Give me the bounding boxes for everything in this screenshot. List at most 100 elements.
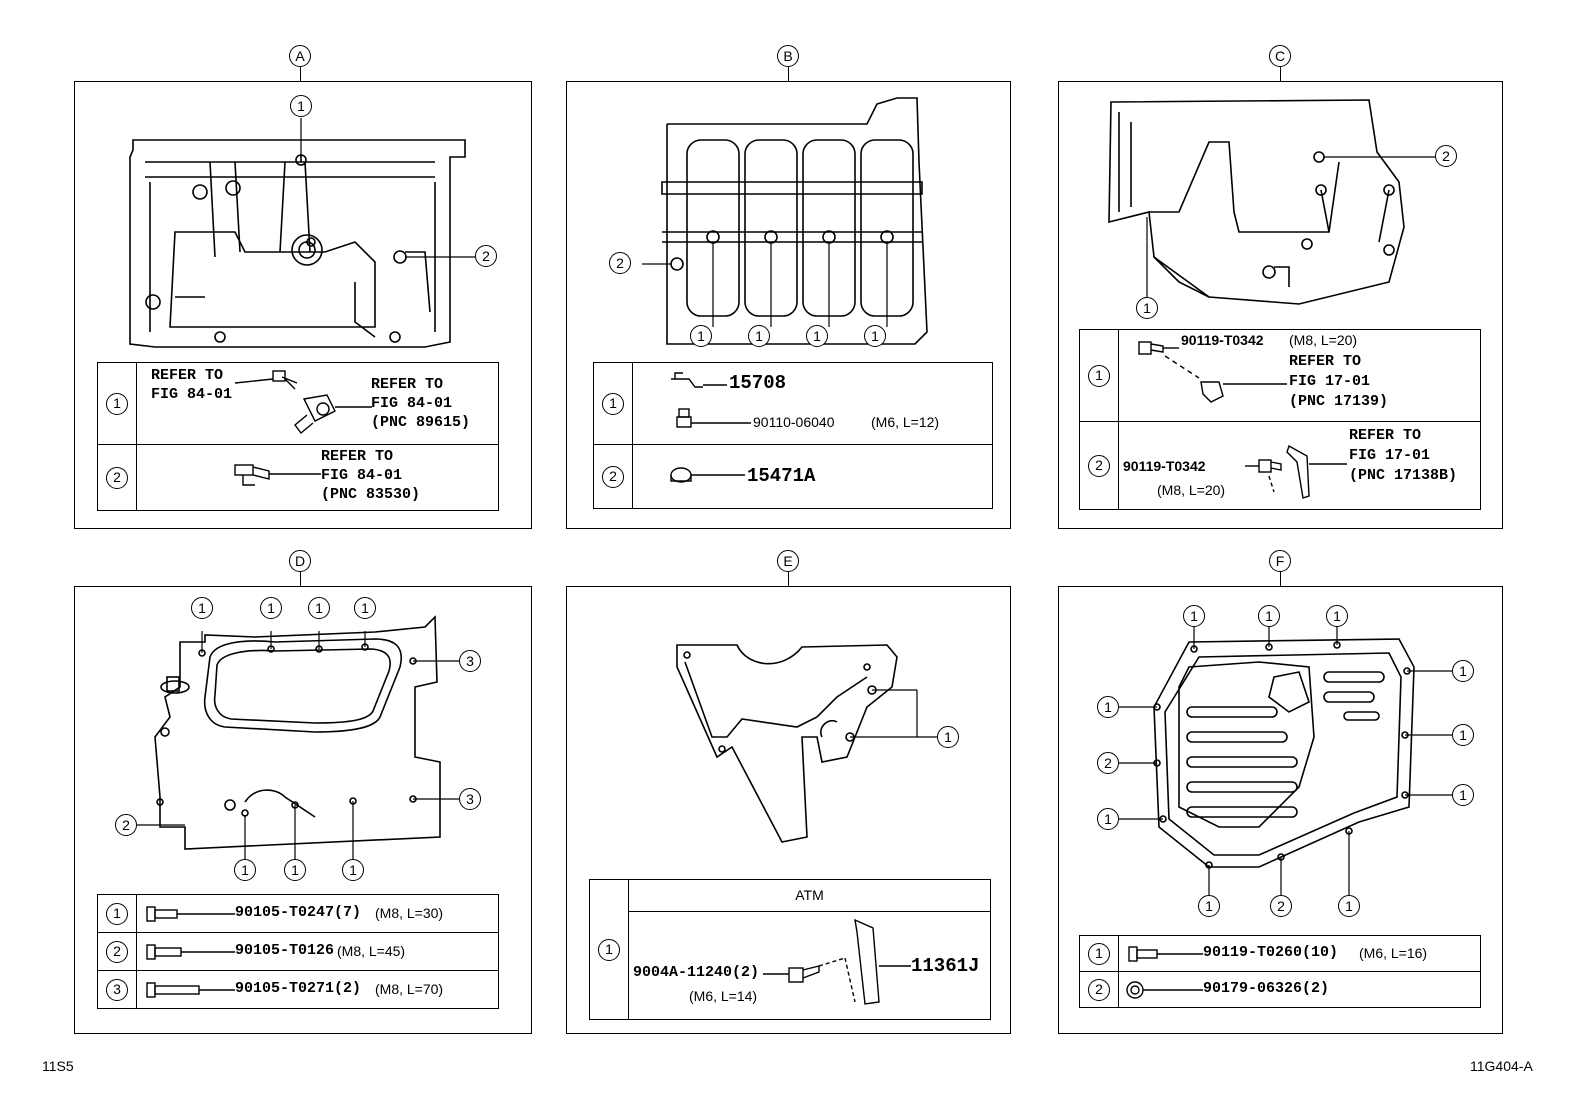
part-number: 15471A	[747, 465, 816, 487]
legend-row-2: 15471A	[632, 444, 993, 509]
legend-num: 1	[598, 938, 620, 961]
callout-1: 1	[690, 325, 712, 347]
legend-row-3: 90105-T0271(2) (M8, L=70)	[136, 970, 499, 1009]
legend-row-2: 90179-06326(2)	[1118, 971, 1481, 1008]
refer-text: REFER TO FIG 17-01 (PNC 17139)	[1289, 353, 1389, 410]
callout-2: 2	[1097, 752, 1119, 774]
callout-1: 1	[191, 597, 213, 619]
callout-1: 1	[1326, 605, 1348, 627]
legend-num: 1	[106, 392, 128, 415]
cylinder-block-drawing	[642, 97, 928, 345]
legend-num: 2	[1088, 454, 1110, 477]
panel-a: 1 2 1 REFER TO FIG 84-01 REFER TO FIG 84…	[74, 81, 532, 529]
callout-1: 1	[308, 597, 330, 619]
callout-1: 1	[1198, 895, 1220, 917]
bolt-and-plate-drawing	[1245, 444, 1347, 499]
part-number: 90179-06326(2)	[1203, 980, 1330, 997]
nut-drawing	[1126, 981, 1203, 999]
callout-1: 1	[1097, 808, 1119, 830]
oil-pan-bottom-drawing	[1119, 627, 1452, 895]
callout-1: 1	[1183, 605, 1205, 627]
panel-a-label: A	[289, 45, 311, 67]
legend-row-1: 15708 90110-06040 (M6, L=12)	[632, 362, 993, 445]
legend-num: 1	[602, 392, 624, 415]
panel-b: 2 1 1 1 1 1 15708 90110-06040 (M6, L=12)…	[566, 81, 1011, 529]
legend-row-1: 90119-T0260(10) (M6, L=16)	[1118, 935, 1481, 972]
part-number: 90119-T0342	[1123, 458, 1206, 474]
bolt-drawing	[1128, 946, 1203, 962]
callout-1: 1	[1097, 696, 1119, 718]
bracket-and-bolt-drawing	[671, 372, 751, 428]
panel-f: 1 1 1 1 1 1 1 2 1 1 2 1 1 90119-T0260(10…	[1058, 586, 1503, 1034]
callout-1: 1	[1136, 297, 1158, 319]
knock-sensor-drawing	[234, 370, 372, 435]
callout-1: 1	[1452, 660, 1474, 682]
end-plate-drawing	[676, 644, 937, 843]
legend-row-1: 90119-T0342 (M8, L=20) REFER TO FIG 17-0…	[1118, 329, 1481, 422]
legend-num: 1	[106, 902, 128, 925]
bolt-and-guide-drawing	[763, 918, 911, 1005]
callout-1: 1	[1452, 784, 1474, 806]
legend-num: 1	[1088, 364, 1110, 387]
panel-d: 1 1 1 1 3 3 2 1 1 1 1 90105-T0247(7) (M8…	[74, 586, 532, 1034]
panel-f-label: F	[1269, 550, 1291, 572]
panel-e-label: E	[777, 550, 799, 572]
bolt-spec: (M8, L=70)	[375, 981, 444, 997]
part-number: 90119-T0260(10)	[1203, 944, 1339, 961]
refer-text-left: REFER TO FIG 84-01	[151, 367, 233, 403]
callout-1: 1	[1258, 605, 1280, 627]
bolt-and-bracket-drawing	[1138, 341, 1287, 403]
panel-b-legend: 1 15708 90110-06040 (M6, L=12) 2	[593, 362, 993, 509]
panel-c-label: C	[1269, 45, 1291, 67]
legend-num: 2	[1088, 978, 1110, 1001]
oil-pressure-switch-drawing	[234, 464, 321, 486]
panel-a-legend: 1 REFER TO FIG 84-01 REFER TO FIG 84-01 …	[97, 362, 499, 511]
legend-row-2: 90119-T0342 (M8, L=20) REFER TO FIG 17-0…	[1118, 421, 1481, 510]
callout-3: 3	[459, 650, 481, 672]
part-number: 11361J	[911, 955, 980, 977]
legend-num: 1	[1088, 942, 1110, 965]
callout-1: 1	[806, 325, 828, 347]
legend-header: ATM	[795, 886, 824, 903]
refer-text: REFER TO FIG 84-01 (PNC 83530)	[321, 448, 421, 503]
legend-num: 2	[602, 465, 624, 488]
callout-2: 2	[1270, 895, 1292, 917]
refer-text: REFER TO FIG 17-01 (PNC 17138B)	[1349, 427, 1458, 484]
refer-text-right: REFER TO FIG 84-01 (PNC 89615)	[371, 376, 471, 431]
panel-d-label: D	[289, 550, 311, 572]
legend-row-1: 90105-T0247(7) (M8, L=30)	[136, 894, 499, 933]
panel-e: 1 1 ATM 9004A-11240(2) (M6, L=14) 11361J	[566, 586, 1011, 1034]
bolt-spec: (M6, L=16)	[1359, 945, 1428, 961]
callout-1: 1	[290, 95, 312, 117]
footer-left-code: 11S5	[42, 1058, 74, 1074]
legend-num: 2	[106, 466, 128, 489]
legend-num: 2	[106, 940, 128, 963]
callout-2: 2	[609, 252, 631, 274]
panel-c: 2 1 1 90119-T0342 (M8, L=20) REFER TO FI…	[1058, 81, 1503, 529]
callout-2: 2	[115, 814, 137, 836]
panel-e-legend: 1 ATM 9004A-11240(2) (M6, L=14) 11361J	[589, 879, 991, 1020]
callout-1: 1	[260, 597, 282, 619]
panel-d-legend: 1 90105-T0247(7) (M8, L=30) 2 90105-T012…	[97, 894, 499, 1009]
bolt-drawing	[146, 982, 235, 998]
bolt-spec: (M8, L=45)	[337, 943, 406, 959]
panel-c-legend: 1 90119-T0342 (M8, L=20) REFER TO FIG 17…	[1079, 329, 1481, 510]
bolt-spec: (M8, L=20)	[1157, 482, 1226, 498]
legend-row-1: REFER TO FIG 84-01 REFER TO FIG 84-01 (P…	[136, 362, 499, 445]
bolt-spec: (M6, L=12)	[871, 414, 940, 430]
bolt-spec: (M8, L=20)	[1289, 332, 1358, 348]
footer-right-code: 11G404-A	[1470, 1058, 1533, 1074]
callout-1: 1	[234, 859, 256, 881]
part-number: 15708	[729, 372, 787, 394]
callout-2: 2	[1435, 145, 1457, 167]
bolt-drawing	[146, 906, 235, 922]
callout-1: 1	[1338, 895, 1360, 917]
plug-drawing	[670, 467, 745, 483]
part-number: 9004A-11240(2)	[633, 964, 760, 981]
legend-row-2: 90105-T0126 (M8, L=45)	[136, 932, 499, 971]
callout-1: 1	[864, 325, 886, 347]
callout-3: 3	[459, 788, 481, 810]
callout-1: 1	[748, 325, 770, 347]
callout-1: 1	[284, 859, 306, 881]
legend-num: 3	[106, 978, 128, 1001]
